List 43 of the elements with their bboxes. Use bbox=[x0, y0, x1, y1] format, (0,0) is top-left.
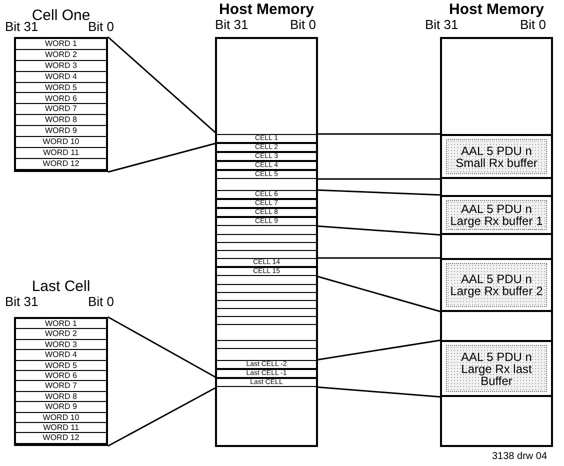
word-row: WORD 8 bbox=[16, 392, 106, 402]
word-row: WORD 3 bbox=[16, 340, 106, 350]
connector-line bbox=[108, 36, 218, 135]
word-row: WORD 2 bbox=[16, 329, 106, 340]
word-row: WORD 9 bbox=[16, 126, 106, 138]
word-row: WORD 12 bbox=[16, 433, 106, 444]
column-heading: Last Cell bbox=[30, 279, 92, 295]
word-row: WORD 5 bbox=[16, 82, 106, 94]
word-row: WORD 10 bbox=[16, 412, 106, 423]
word-row: WORD 2 bbox=[16, 50, 106, 61]
word-row: WORD 1 bbox=[16, 39, 106, 50]
bit-label: Bit 0 bbox=[88, 20, 114, 34]
word-row: WORD 4 bbox=[16, 72, 106, 83]
column-heading: Host Memory bbox=[218, 2, 316, 18]
connector-line bbox=[316, 257, 442, 259]
connector-line bbox=[316, 178, 442, 180]
bit-label: Bit 0 bbox=[520, 18, 546, 32]
word-row: WORD 11 bbox=[16, 423, 106, 434]
drawing-number: 3138 drw 04 bbox=[492, 450, 548, 464]
word-row: WORD 7 bbox=[16, 104, 106, 116]
connector-line bbox=[316, 133, 442, 135]
column-heading: Host Memory bbox=[448, 2, 546, 18]
word-row: WORD 9 bbox=[16, 402, 106, 413]
bit-label: Bit 31 bbox=[5, 295, 38, 309]
connector-line bbox=[108, 316, 218, 379]
bit-label: Bit 31 bbox=[425, 18, 458, 32]
word-row: WORD 6 bbox=[16, 94, 106, 104]
word-row: WORD 12 bbox=[16, 158, 106, 170]
word-row: WORD 4 bbox=[16, 350, 106, 361]
word-row: WORD 8 bbox=[16, 115, 106, 126]
word-row: WORD 3 bbox=[16, 60, 106, 72]
connector-line bbox=[108, 142, 218, 173]
word-row: WORD 6 bbox=[16, 371, 106, 382]
word-row: WORD 7 bbox=[16, 381, 106, 392]
bit-label: Bit 31 bbox=[215, 18, 248, 32]
word-row: WORD 10 bbox=[16, 137, 106, 148]
word-row: WORD 11 bbox=[16, 148, 106, 159]
word-row: WORD 1 bbox=[16, 319, 106, 330]
word-row: WORD 5 bbox=[16, 360, 106, 371]
bit-label: Bit 0 bbox=[88, 295, 114, 309]
connector-line bbox=[108, 386, 218, 447]
bit-label: Bit 31 bbox=[5, 20, 38, 34]
bit-label: Bit 0 bbox=[290, 18, 316, 32]
